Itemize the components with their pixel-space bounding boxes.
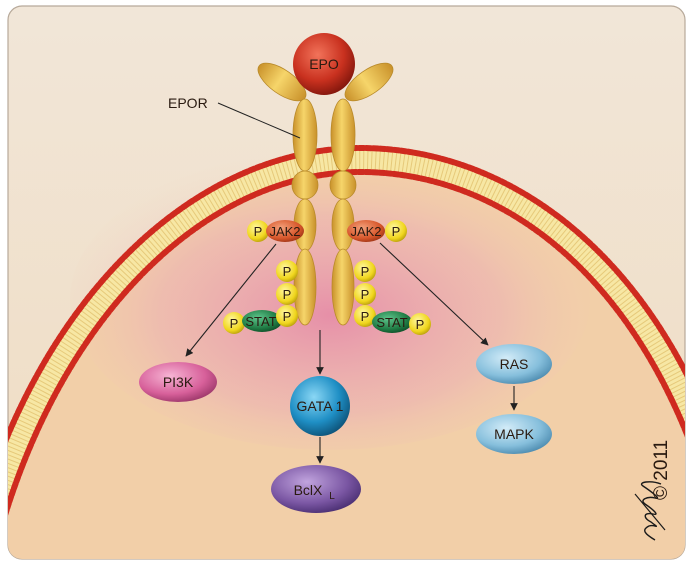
phospho-column-right: P P [354,260,376,305]
arrow-jak2-to-pi3k [185,243,277,357]
bclx-subscript: L [329,491,335,502]
bclx-label: BclX [294,482,323,498]
copyright-text: © 2011 [651,440,672,500]
phospho-label: P [361,309,370,324]
epor-leader-line [217,102,301,139]
phospho-label: P [416,317,425,332]
phospho-label: P [361,287,370,302]
ras-label: RAS [500,356,529,372]
stat-right: P STAT P [354,305,431,335]
phospho-label: P [254,224,263,239]
jak2-right-label: JAK2 [350,224,381,239]
signal-arrows [185,242,518,464]
artist-signature [634,481,666,541]
mapk-label: MAPK [494,426,534,442]
epor-receptor [257,62,394,326]
stat-right-label: STAT [376,315,407,330]
epor-label: EPOR [168,95,208,111]
phospho-label: P [283,264,292,279]
mapk-node: MAPK [476,414,552,454]
phospho-label: P [361,264,370,279]
phospho-label: P [283,309,292,324]
phospho-label: P [230,316,239,331]
stat-left-label: STAT [245,314,276,329]
epo-label: EPO [309,56,339,72]
phospho-label: P [283,287,292,302]
gata1-label: GATA 1 [297,398,344,414]
jak2-right: JAK2 P [347,220,407,242]
phospho-column-left: P P [276,260,298,305]
ras-node: RAS [476,344,552,384]
pi3k-node: PI3K [139,362,217,402]
gata1-node: GATA 1 [290,376,350,436]
phospho-label: P [392,224,401,239]
jak2-left: P JAK2 [247,220,304,242]
bclxl-node: BclX L [271,465,361,513]
stat-left: P STAT P [223,305,298,334]
jak2-left-label: JAK2 [269,224,300,239]
epo-ligand: EPO [293,33,355,95]
arrow-jak2-to-ras [379,242,489,346]
pi3k-label: PI3K [163,374,194,390]
cell-membrane [8,144,685,559]
